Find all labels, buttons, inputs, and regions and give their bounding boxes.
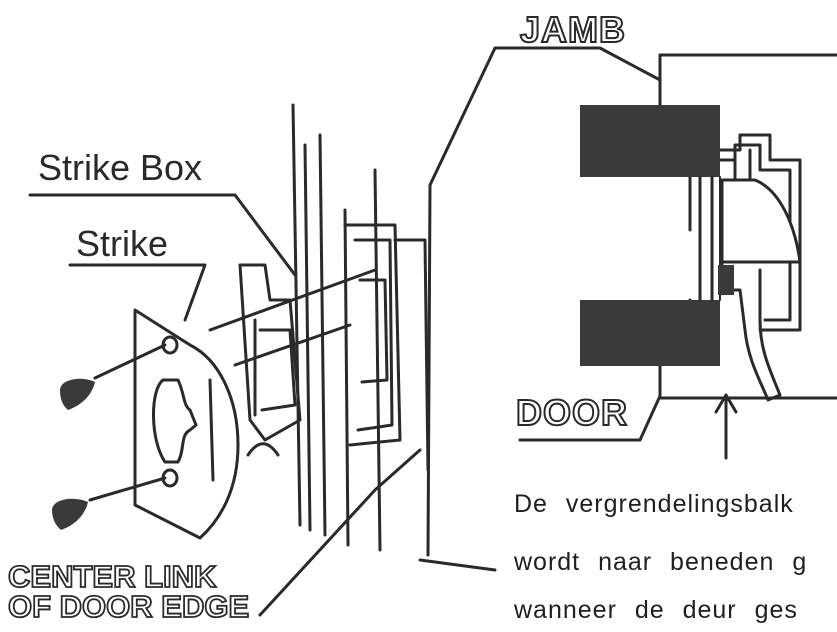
latch-bolt [718, 148, 802, 402]
caption-line-2: wordt naar beneden g [514, 548, 808, 576]
strike-box [238, 263, 302, 457]
strike-plate [133, 308, 240, 540]
label-center-link-line2: OF DOOR EDGE [7, 589, 250, 624]
caption-line-1: De vergrendelingsbalk [514, 490, 794, 518]
label-jamb: JAMB [519, 9, 627, 50]
label-door: DOOR [515, 392, 628, 433]
screw-top [60, 378, 95, 410]
up-arrow [714, 393, 738, 460]
label-strike: Strike [76, 223, 169, 264]
door-bottom-block [580, 300, 720, 366]
door-top-block [580, 105, 720, 177]
label-center-link-line1: CENTER LINK [7, 559, 217, 594]
screw-bottom [52, 498, 88, 530]
label-strike-box: Strike Box [38, 147, 203, 188]
caption-line-3: wanneer de deur ges [514, 596, 798, 624]
